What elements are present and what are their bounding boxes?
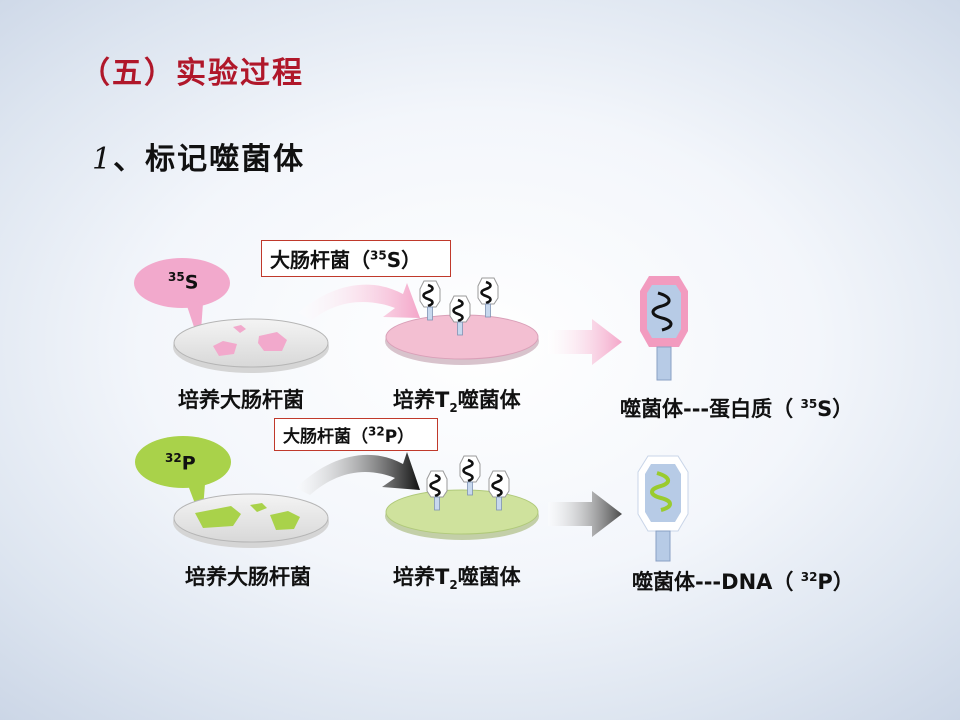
row2-phage-dna <box>650 471 672 512</box>
section-title: （五）实验过程 <box>80 56 304 91</box>
row1-bubble-element: S <box>184 271 199 294</box>
row2-phage-capsid-inner <box>645 464 681 522</box>
row1-label-culture-ecoli: 培养大肠杆菌 <box>178 388 304 412</box>
row2-box-mass: 32 <box>368 424 385 439</box>
step-separator: 、 <box>113 142 146 177</box>
row1-dish-phage-1 <box>418 279 442 322</box>
row2-label-culture-phage: 培养T2噬菌体 <box>393 561 521 592</box>
row1-ecoli-box: 大肠杆菌（35S） <box>261 240 451 277</box>
row2-result-label: 噬菌体---DNA（ 32P） <box>632 566 854 596</box>
row2-straight-arrow <box>548 491 622 537</box>
row1-label-phage-prefix: 培养T <box>393 388 450 412</box>
row1-straight-arrow <box>548 319 622 365</box>
row1-colony-2 <box>258 332 287 351</box>
row2-box-prefix: 大肠杆菌（ <box>283 427 368 447</box>
row1-result-mass: 35 <box>800 397 818 411</box>
row2-dish-phage-2 <box>458 454 482 497</box>
step-heading: 1、标记噬菌体 <box>92 134 305 178</box>
row1-box-prefix: 大肠杆菌（ <box>270 248 370 272</box>
row1-bubble-mass: 35 <box>168 270 185 284</box>
row1-phage-tail <box>656 346 672 381</box>
row2-result-element: P） <box>817 570 854 594</box>
row1-result-label: 噬菌体---蛋白质（ 35S） <box>620 393 853 423</box>
row2-arc-arrow <box>296 452 420 495</box>
row1-bubble-isotope: 35S <box>168 270 198 293</box>
row2-diagram <box>135 436 689 562</box>
row2-label-phage-sub: 2 <box>449 578 458 593</box>
row1-result-element: S） <box>817 397 854 421</box>
row2-colony-2 <box>270 511 300 530</box>
row2-phage-tail <box>655 530 671 562</box>
row2-result-prefix: 噬菌体---DNA（ <box>632 570 801 594</box>
row2-label-phage-suffix: 噬菌体 <box>457 565 521 589</box>
row2-bubble-isotope: 32P <box>165 451 196 474</box>
row1-box-element: S） <box>386 248 422 272</box>
row2-bubble <box>135 436 231 488</box>
row1-ecoli-dish <box>173 318 329 368</box>
step-title: 标记噬菌体 <box>145 142 306 177</box>
row1-phage-capsid-inner <box>647 285 681 338</box>
row1-diagram <box>134 258 688 381</box>
row2-colony-1 <box>195 506 241 528</box>
row2-bubble-mass: 32 <box>165 451 182 465</box>
row1-arc-arrow <box>298 283 420 320</box>
step-number: 1 <box>92 142 114 177</box>
row2-ecoli-box: 大肠杆菌（32P） <box>274 418 438 451</box>
row1-box-mass: 35 <box>370 248 387 263</box>
row1-colony-3 <box>233 325 246 333</box>
row2-result-phage <box>637 455 689 562</box>
row1-result-prefix: 噬菌体---蛋白质（ <box>620 397 801 421</box>
row1-bubble <box>134 258 230 308</box>
row1-colony-1 <box>213 341 237 356</box>
row2-ecoli-dish <box>173 493 329 543</box>
row1-label-culture-phage: 培养T2噬菌体 <box>393 384 521 415</box>
row2-label-culture-ecoli: 培养大肠杆菌 <box>185 565 311 589</box>
row2-phage-dish <box>385 489 539 535</box>
row2-colony-3 <box>250 503 267 512</box>
row2-label-phage-prefix: 培养T <box>393 565 450 589</box>
row1-label-phage-suffix: 噬菌体 <box>457 388 521 412</box>
row2-result-mass: 32 <box>800 570 818 584</box>
row1-label-phage-sub: 2 <box>449 401 458 416</box>
row1-phage-dna <box>651 291 673 332</box>
row2-bubble-element: P <box>181 452 196 475</box>
row1-result-phage <box>640 276 688 381</box>
row2-box-element: P） <box>384 427 415 447</box>
row1-dish-phage-3 <box>476 276 500 319</box>
